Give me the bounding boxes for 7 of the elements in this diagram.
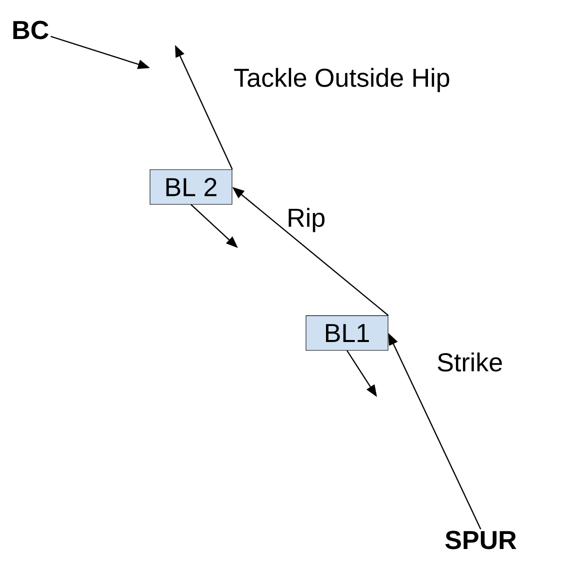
- player-label: SPUR: [445, 530, 516, 550]
- player-box: BL1: [306, 315, 388, 351]
- play-label: Strike: [438, 352, 502, 372]
- player-box: BL 2: [150, 169, 232, 205]
- player-label: BC: [13, 20, 48, 40]
- play-label: Rip: [288, 208, 324, 232]
- play-label: Tackle Outside Hip: [234, 68, 450, 92]
